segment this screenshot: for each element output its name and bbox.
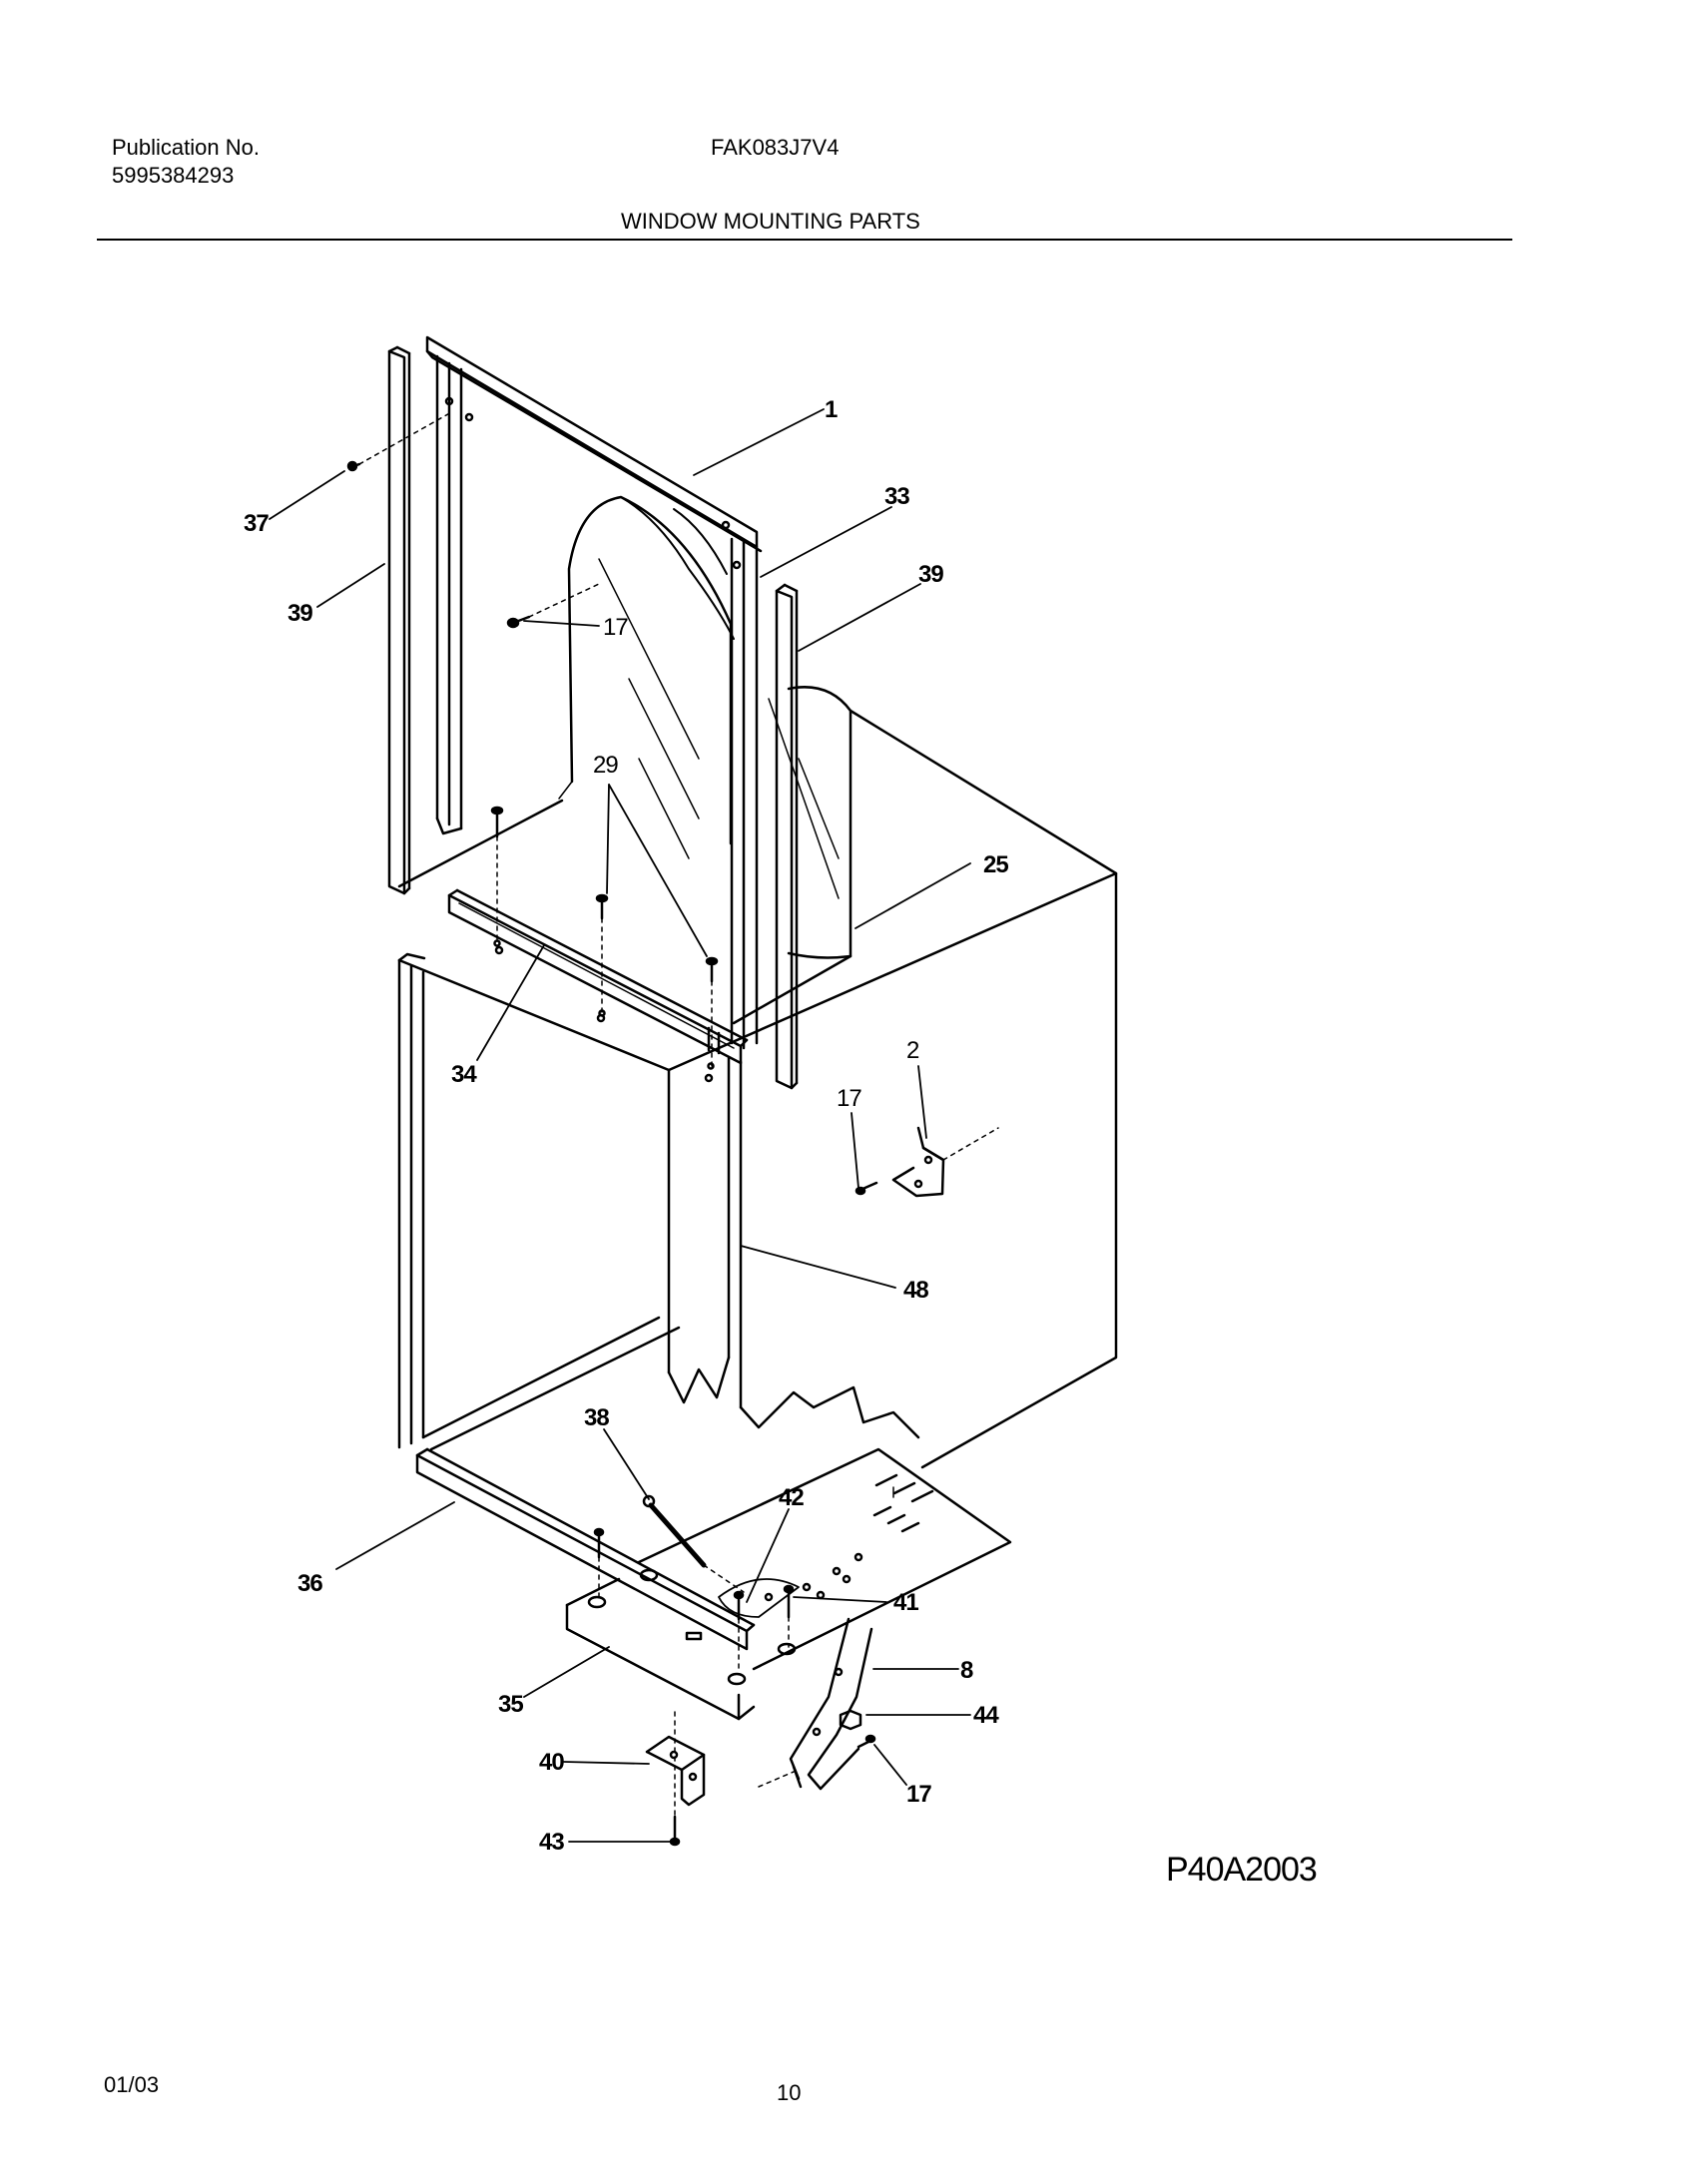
callout-39-right: 39 — [918, 561, 943, 588]
callout-38: 38 — [584, 1404, 609, 1431]
callout-41: 41 — [893, 1589, 918, 1616]
callout-33: 33 — [884, 483, 909, 510]
side-guide-left — [387, 345, 411, 895]
callout-39-left: 39 — [287, 600, 312, 627]
top-sash-bar — [447, 888, 749, 1065]
callout-17-bottom: 17 — [906, 1781, 931, 1808]
callout-37: 37 — [244, 510, 269, 537]
header-rule — [97, 239, 1512, 241]
callout-44: 44 — [973, 1702, 999, 1729]
callout-8: 8 — [960, 1657, 973, 1684]
mounting-bracket — [854, 1126, 945, 1198]
cabinet-housing — [397, 709, 1118, 1469]
support-arm — [789, 1617, 876, 1791]
publication-label: Publication No. — [112, 135, 260, 160]
lower-assembly — [415, 1447, 1012, 1721]
callout-29: 29 — [593, 752, 618, 779]
callout-36: 36 — [297, 1570, 322, 1597]
callout-1: 1 — [825, 396, 838, 423]
callout-48: 48 — [903, 1277, 928, 1304]
page-number: 10 — [777, 2080, 802, 2105]
callout-17-top: 17 — [603, 614, 628, 641]
callout-35: 35 — [498, 1691, 523, 1718]
small-bracket — [645, 1735, 706, 1847]
screws — [346, 460, 719, 1070]
callout-2: 2 — [906, 1037, 919, 1064]
footer-date: 01/03 — [104, 2072, 160, 2097]
callout-17-mid: 17 — [837, 1085, 861, 1112]
model-number: FAK083J7V4 — [711, 135, 840, 160]
section-title: WINDOW MOUNTING PARTS — [621, 209, 920, 234]
callout-42: 42 — [779, 1484, 804, 1511]
callout-25: 25 — [983, 851, 1008, 878]
drawing-id: P40A2003 — [1166, 1851, 1318, 1889]
publication-number: 5995384293 — [112, 163, 235, 188]
callout-40: 40 — [539, 1749, 564, 1776]
side-guide-right — [775, 583, 799, 1090]
window-frame-part — [425, 335, 763, 1050]
leader-lines — [269, 408, 971, 1843]
dashed-guides — [358, 410, 999, 1818]
callout-34: 34 — [451, 1061, 477, 1088]
callout-43: 43 — [539, 1829, 564, 1856]
curtain-panel — [558, 495, 853, 959]
